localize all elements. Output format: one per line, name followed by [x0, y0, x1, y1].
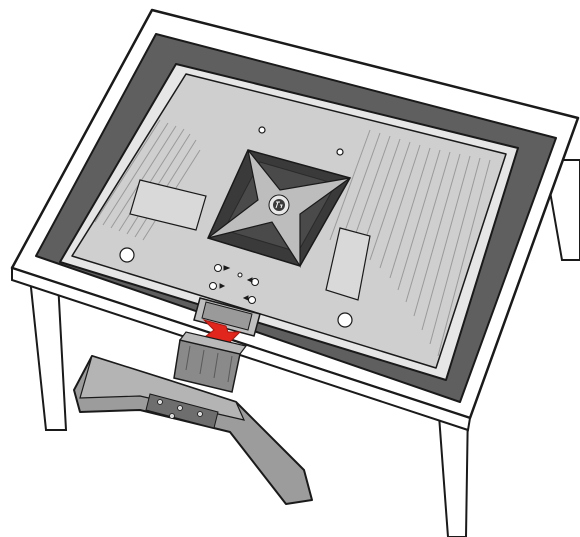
- hp-logo-icon: [273, 199, 285, 211]
- table-leg-front-left: [30, 278, 66, 430]
